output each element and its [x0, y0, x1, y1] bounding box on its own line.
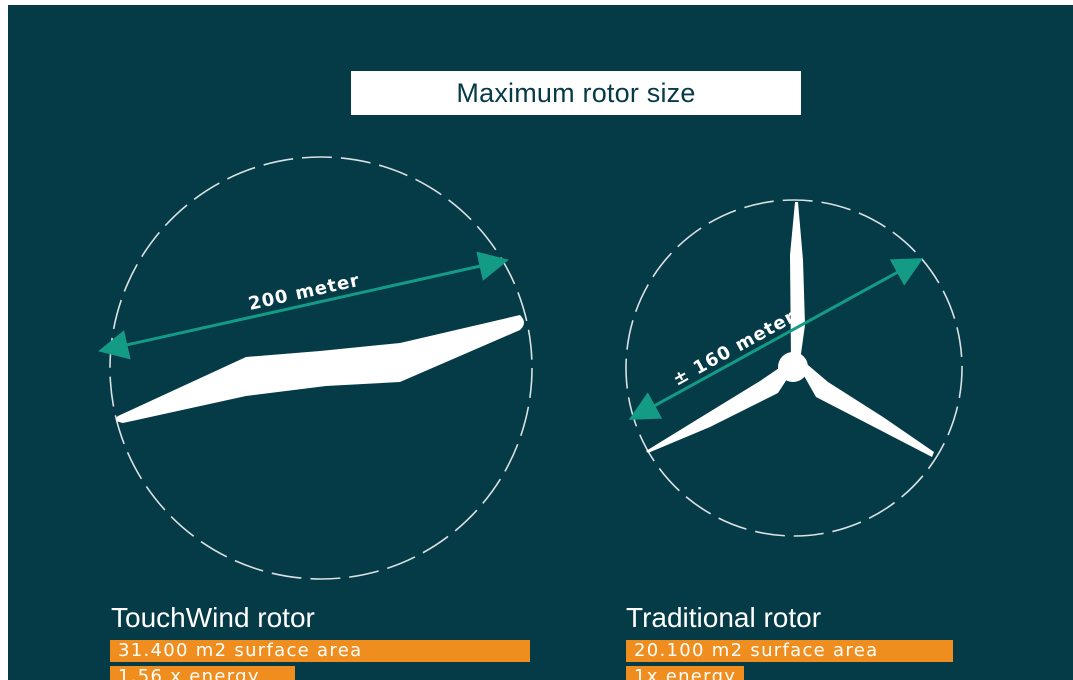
traditional-diameter-arrow: [628, 258, 924, 420]
diagram-title: Maximum rotor size: [351, 71, 801, 115]
traditional-rotor-circle: [625, 199, 963, 537]
diagram-panel: Maximum rotor size 200 meter ± 160 meter…: [8, 5, 1073, 680]
traditional-energy: 1x energy: [626, 666, 744, 680]
traditional-rotor-name: Traditional rotor: [626, 602, 822, 633]
traditional-blade-top: [790, 202, 805, 361]
traditional-surface-area: 20.100 m2 surface area: [626, 640, 953, 662]
traditional-blade-right: [803, 365, 934, 457]
touchwind-rotor-name: TouchWind rotor: [111, 602, 315, 633]
touchwind-rotor-circle: [109, 156, 533, 580]
touchwind-diameter-label: 200 meter: [247, 270, 362, 315]
touchwind-diameter-arrow: [98, 251, 509, 360]
touchwind-surface-area: 31.400 m2 surface area: [110, 640, 530, 662]
touchwind-blade: [115, 315, 524, 423]
traditional-hub: [778, 352, 808, 382]
touchwind-energy: 1.56 x energy: [110, 666, 295, 680]
rotor-comparison-graphic: 200 meter ± 160 meter: [98, 156, 963, 580]
traditional-blade-left: [646, 364, 791, 453]
